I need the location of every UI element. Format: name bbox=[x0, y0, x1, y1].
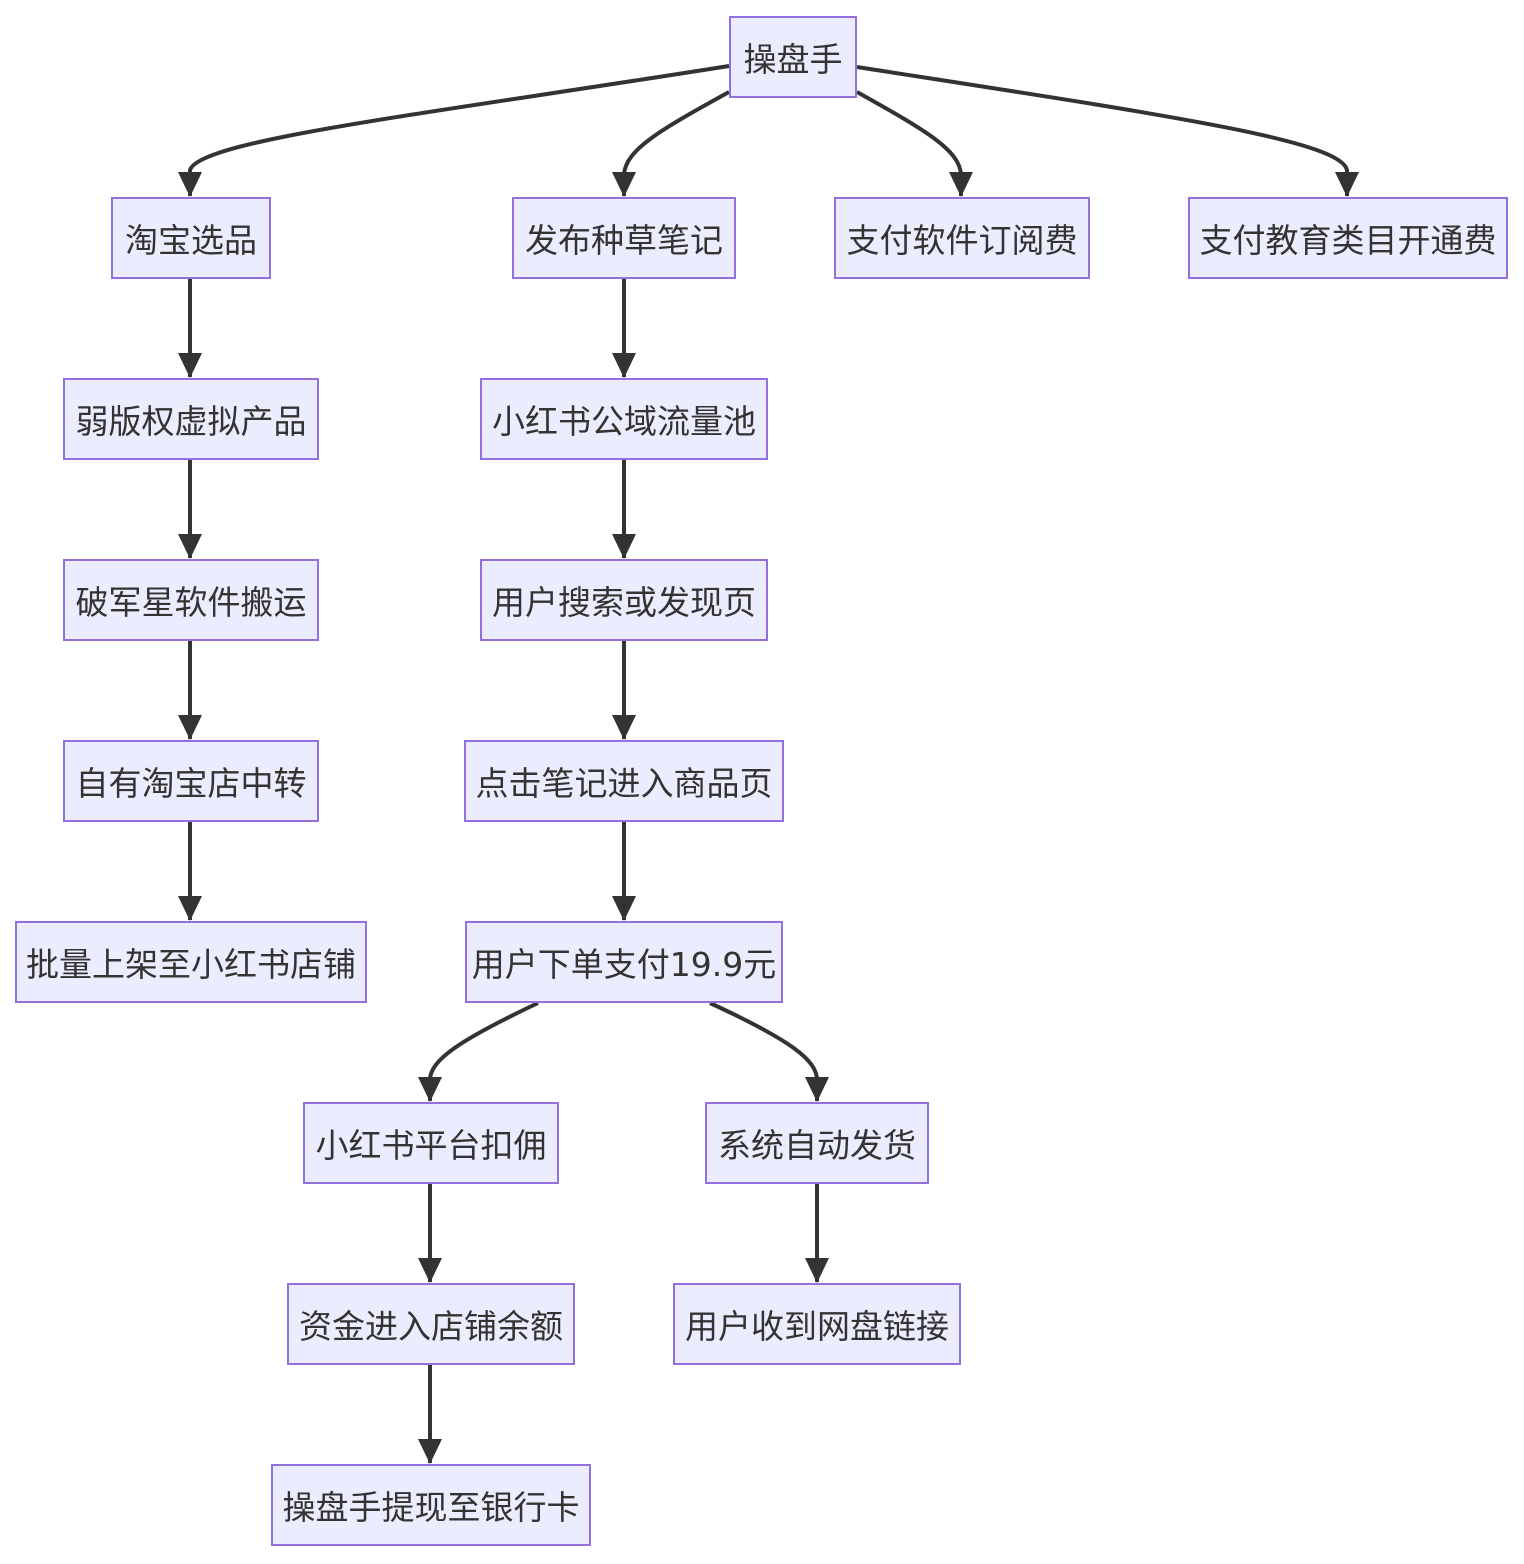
node-publish-note: 发布种草笔记 bbox=[512, 197, 736, 279]
arrowhead-click_note bbox=[612, 715, 636, 740]
arrowhead-taobao_select bbox=[178, 172, 202, 197]
edge-root-software_fee bbox=[856, 90, 963, 196]
arrowhead-weak_copyright bbox=[178, 353, 202, 378]
node-user-search: 用户搜索或发现页 bbox=[480, 559, 768, 641]
node-receive-link: 用户收到网盘链接 bbox=[673, 1283, 961, 1365]
node-own-taobao: 自有淘宝店中转 bbox=[63, 740, 319, 822]
edge-root-edu_fee bbox=[856, 65, 1349, 196]
node-weak-copyright: 弱版权虚拟产品 bbox=[63, 378, 319, 460]
edge-user_pay-auto_ship bbox=[709, 1001, 819, 1101]
node-platform-fee: 小红书平台扣佣 bbox=[303, 1102, 559, 1184]
arrowhead-user_pay bbox=[612, 896, 636, 921]
arrowhead-software_fee bbox=[949, 172, 973, 197]
node-software-fee: 支付软件订阅费 bbox=[834, 197, 1090, 279]
arrowhead-withdraw bbox=[418, 1439, 442, 1464]
node-auto-ship: 系统自动发货 bbox=[705, 1102, 929, 1184]
arrowhead-xhs_pool bbox=[612, 353, 636, 378]
node-funds-balance: 资金进入店铺余额 bbox=[287, 1283, 575, 1365]
arrowhead-receive_link bbox=[805, 1258, 829, 1283]
arrowheads bbox=[178, 172, 1359, 1464]
arrowhead-auto_ship bbox=[805, 1077, 829, 1102]
node-edu-fee: 支付教育类目开通费 bbox=[1188, 197, 1508, 279]
node-taobao-select: 淘宝选品 bbox=[111, 197, 271, 279]
node-batch-list: 批量上架至小红书店铺 bbox=[15, 921, 367, 1003]
node-click-note: 点击笔记进入商品页 bbox=[464, 740, 784, 822]
arrowhead-user_search bbox=[612, 534, 636, 559]
node-user-pay: 用户下单支付19.9元 bbox=[465, 921, 783, 1003]
arrowhead-platform_fee bbox=[418, 1077, 442, 1102]
node-pojun-move: 破军星软件搬运 bbox=[63, 559, 319, 641]
edge-user_pay-platform_fee bbox=[428, 1001, 539, 1101]
arrowhead-publish_note bbox=[612, 172, 636, 197]
arrowhead-funds_balance bbox=[418, 1258, 442, 1283]
arrowhead-batch_list bbox=[178, 896, 202, 921]
arrowhead-edu_fee bbox=[1335, 172, 1359, 197]
node-xhs-pool: 小红书公域流量池 bbox=[480, 378, 768, 460]
edge-root-publish_note bbox=[622, 90, 730, 196]
node-withdraw: 操盘手提现至银行卡 bbox=[271, 1464, 591, 1546]
arrowhead-pojun_move bbox=[178, 534, 202, 559]
edge-root-taobao_select bbox=[188, 64, 730, 196]
arrowhead-own_taobao bbox=[178, 715, 202, 740]
node-root: 操盘手 bbox=[729, 16, 857, 98]
